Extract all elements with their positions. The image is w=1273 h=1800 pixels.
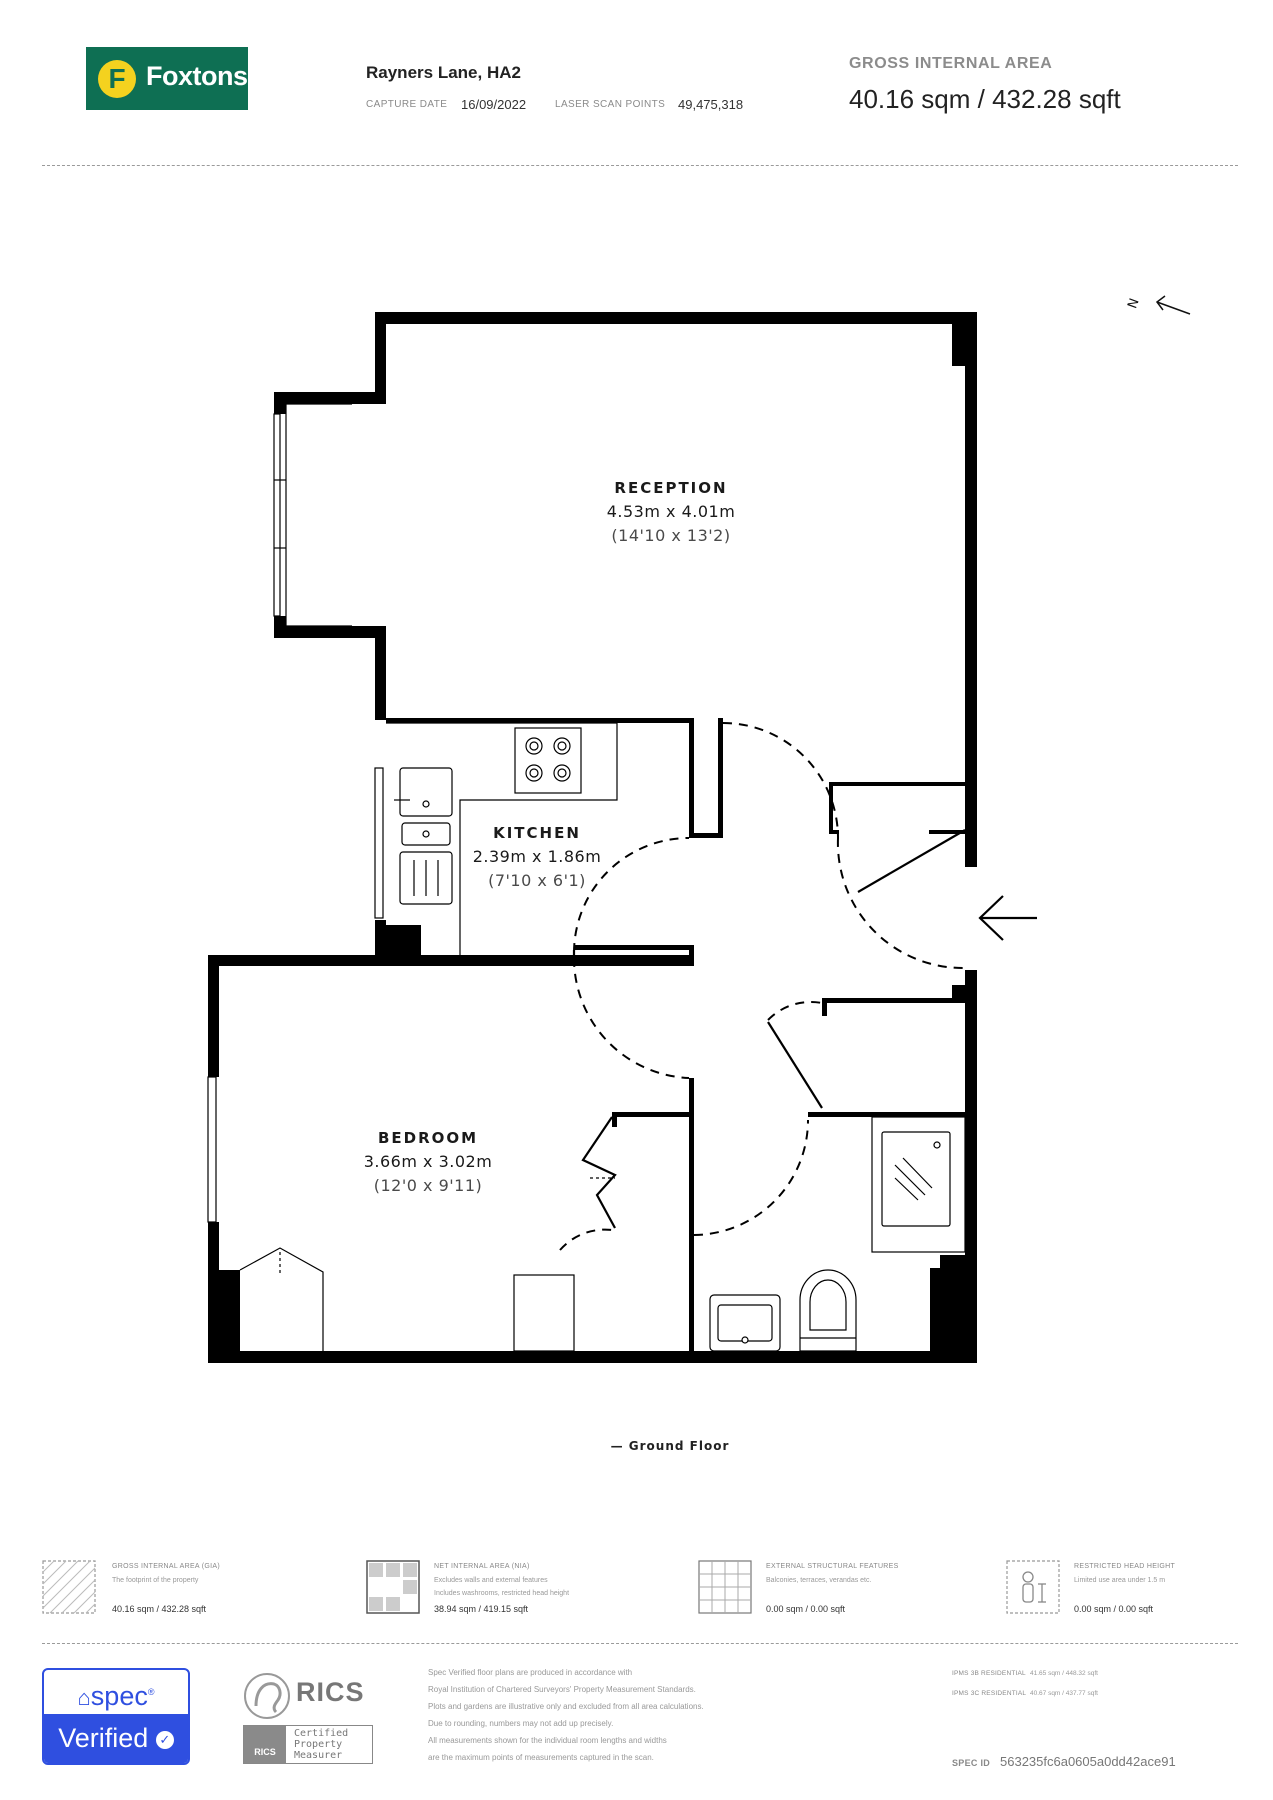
legend-nia-title: NET INTERNAL AREA (NIA) bbox=[434, 1563, 530, 1570]
legend-external-desc: Balconies, terraces, verandas etc. bbox=[766, 1577, 872, 1584]
entrance-arrow-icon bbox=[978, 895, 1037, 941]
header-divider bbox=[42, 165, 1238, 166]
footnote-line-5: All measurements shown for the individua… bbox=[428, 1736, 667, 1745]
footnote-line-2: Royal Institution of Chartered Surveyors… bbox=[428, 1685, 696, 1694]
gia-label: GROSS INTERNAL AREA bbox=[849, 55, 1053, 72]
rics-small-logo: RICS bbox=[244, 1726, 286, 1763]
svg-text:3.66m x 3.02m: 3.66m x 3.02m bbox=[364, 1152, 493, 1171]
compass-letter: N bbox=[1125, 296, 1142, 310]
legend-restricted-title: RESTRICTED HEAD HEIGHT bbox=[1074, 1563, 1176, 1570]
foxtons-logo-icon: F bbox=[98, 60, 136, 98]
svg-text:BEDROOM: BEDROOM bbox=[378, 1129, 478, 1147]
svg-text:2.39m x 1.86m: 2.39m x 1.86m bbox=[473, 847, 602, 866]
footnote-line-3: Plots and gardens are illustrative only … bbox=[428, 1702, 704, 1711]
bathroom-fixtures bbox=[709, 1116, 966, 1352]
spec-home-icon: ⌂ bbox=[77, 1685, 91, 1710]
check-icon: ✓ bbox=[155, 1730, 174, 1749]
spec-id-label: SPEC ID bbox=[952, 1758, 991, 1768]
kitchen-fixtures bbox=[386, 722, 618, 963]
legend-restricted-value: 0.00 sqm / 0.00 sqft bbox=[1074, 1604, 1154, 1614]
legend-nia-desc-1: Excludes walls and external features bbox=[434, 1577, 548, 1584]
floor-label: — Ground Floor bbox=[610, 1439, 730, 1453]
property-address: Rayners Lane, HA2 bbox=[366, 63, 521, 82]
capture-date: 16/09/2022 bbox=[461, 97, 527, 112]
external-features-icon bbox=[698, 1560, 752, 1614]
legend-external-title: EXTERNAL STRUCTURAL FEATURES bbox=[766, 1563, 899, 1570]
spec-logo: ⌂spec® bbox=[77, 1681, 155, 1711]
footnote-line-1: Spec Verified floor plans are produced i… bbox=[428, 1668, 633, 1677]
ipms-3b-value: 41.65 sqm / 448.32 sqft bbox=[1030, 1670, 1098, 1677]
legend-gia-value: 40.16 sqm / 432.28 sqft bbox=[112, 1604, 207, 1614]
laser-scan-label: LASER SCAN POINTS bbox=[555, 99, 666, 110]
restricted-height-icon bbox=[1006, 1560, 1060, 1614]
windows bbox=[207, 403, 384, 1223]
door-leaves bbox=[572, 829, 966, 1229]
rics-logo-text: RICS bbox=[296, 1677, 365, 1707]
rics-lion-icon bbox=[244, 1673, 290, 1719]
svg-text:4.53m x 4.01m: 4.53m x 4.01m bbox=[607, 502, 736, 521]
foxtons-logo: F Foxtons bbox=[86, 47, 248, 110]
sink-icon bbox=[399, 767, 453, 817]
ipms-3b-label: IPMS 3B RESIDENTIAL bbox=[952, 1670, 1026, 1677]
door-swings bbox=[559, 722, 966, 1251]
capture-date-label: CAPTURE DATE bbox=[366, 99, 448, 110]
legend-divider bbox=[42, 1643, 1238, 1644]
svg-text:KITCHEN: KITCHEN bbox=[493, 824, 581, 842]
legend-restricted-desc: Limited use area under 1.5 m bbox=[1074, 1577, 1166, 1584]
svg-text:(14'10 x 13'2): (14'10 x 13'2) bbox=[611, 526, 730, 545]
gia-icon bbox=[42, 1560, 96, 1614]
legend-nia-value: 38.94 sqm / 419.15 sqft bbox=[434, 1604, 529, 1614]
spec-id: 563235fc6a0605a0dd42ace91 bbox=[1000, 1754, 1176, 1769]
verified-banner: Verified ✓ bbox=[44, 1714, 188, 1763]
gia-value: 40.16 sqm / 432.28 sqft bbox=[849, 84, 1121, 114]
svg-text:(7'10 x 6'1): (7'10 x 6'1) bbox=[488, 871, 586, 890]
room-label-kitchen: KITCHEN 2.39m x 1.86m (7'10 x 6'1) bbox=[473, 824, 602, 890]
room-label-reception: RECEPTION 4.53m x 4.01m (14'10 x 13'2) bbox=[607, 479, 736, 545]
wardrobes bbox=[239, 1177, 615, 1352]
rics-certified-badge: RICS Certified Property Measurer bbox=[243, 1725, 373, 1764]
hob-icon bbox=[514, 727, 582, 794]
footnote-line-4: Due to rounding, numbers may not add up … bbox=[428, 1719, 614, 1728]
legend-gia-desc: The footprint of the property bbox=[112, 1577, 199, 1584]
svg-text:(12'0 x 9'11): (12'0 x 9'11) bbox=[374, 1176, 483, 1195]
ipms-3c-label: IPMS 3C RESIDENTIAL bbox=[952, 1690, 1027, 1697]
legend-nia-desc-2: Includes washrooms, restricted head heig… bbox=[434, 1590, 570, 1597]
legend-external-value: 0.00 sqm / 0.00 sqft bbox=[766, 1604, 846, 1614]
laser-scan-points: 49,475,318 bbox=[678, 97, 744, 112]
ipms-3c-value: 40.67 sqm / 437.77 sqft bbox=[1030, 1690, 1098, 1697]
certified-text: Certified Property Measurer bbox=[294, 1728, 349, 1761]
spec-verified-badge: ⌂spec® Verified ✓ bbox=[42, 1668, 190, 1765]
walls bbox=[208, 312, 977, 1363]
foxtons-logo-text: Foxtons bbox=[146, 61, 248, 91]
nia-icon bbox=[366, 1560, 420, 1614]
footnote-line-6: are the maximum points of measurements c… bbox=[428, 1753, 654, 1762]
svg-text:RECEPTION: RECEPTION bbox=[614, 479, 727, 497]
room-label-bedroom: BEDROOM 3.66m x 3.02m (12'0 x 9'11) bbox=[364, 1129, 493, 1195]
north-compass-icon: N bbox=[1125, 295, 1191, 315]
legend-gia-title: GROSS INTERNAL AREA (GIA) bbox=[112, 1563, 220, 1570]
